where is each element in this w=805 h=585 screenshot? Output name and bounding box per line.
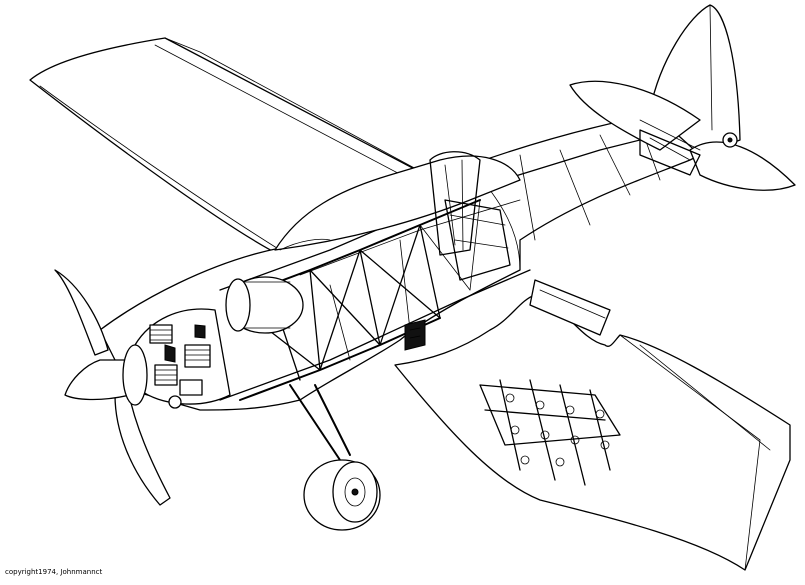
wing-fillet	[279, 238, 331, 251]
canopy	[274, 151, 521, 256]
landing-gear	[289, 384, 381, 531]
propeller	[54, 269, 171, 506]
fuel-tank	[225, 276, 304, 334]
copyright-notice: copyright1974, Johnmannct	[5, 568, 103, 576]
right-wing	[394, 279, 791, 571]
engine	[134, 308, 231, 409]
tail	[569, 4, 796, 191]
